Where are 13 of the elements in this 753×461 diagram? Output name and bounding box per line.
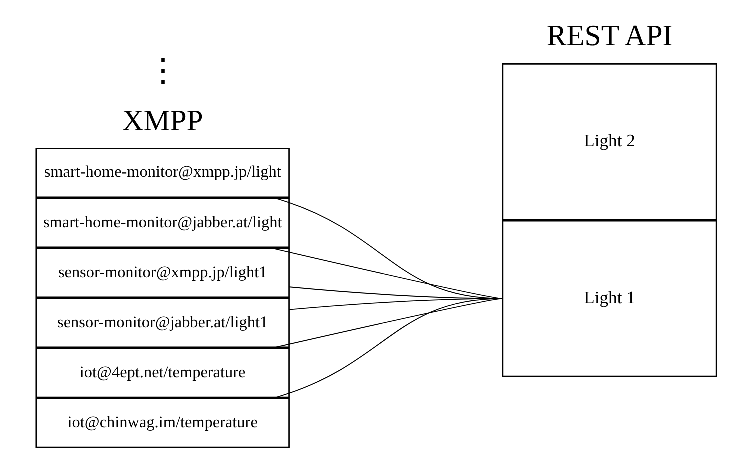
node-box: iot@chinwag.im/temperature <box>36 398 290 448</box>
label: REST API <box>546 19 673 52</box>
node-box: smart-home-monitor@xmpp.jp/light <box>36 148 290 198</box>
node-box: smart-home-monitor@jabber.at/light <box>36 198 290 248</box>
label: ⋮ <box>146 53 179 90</box>
connector <box>272 298 504 400</box>
node-box: Light 1 <box>502 220 718 378</box>
node-box: iot@4ept.net/temperature <box>36 348 290 398</box>
connector <box>268 246 504 300</box>
node-box: sensor-monitor@xmpp.jp/light1 <box>36 248 290 298</box>
label: XMPP <box>122 104 204 138</box>
node-box: Light 2 <box>502 64 718 220</box>
node-box: sensor-monitor@jabber.at/light1 <box>36 298 290 348</box>
